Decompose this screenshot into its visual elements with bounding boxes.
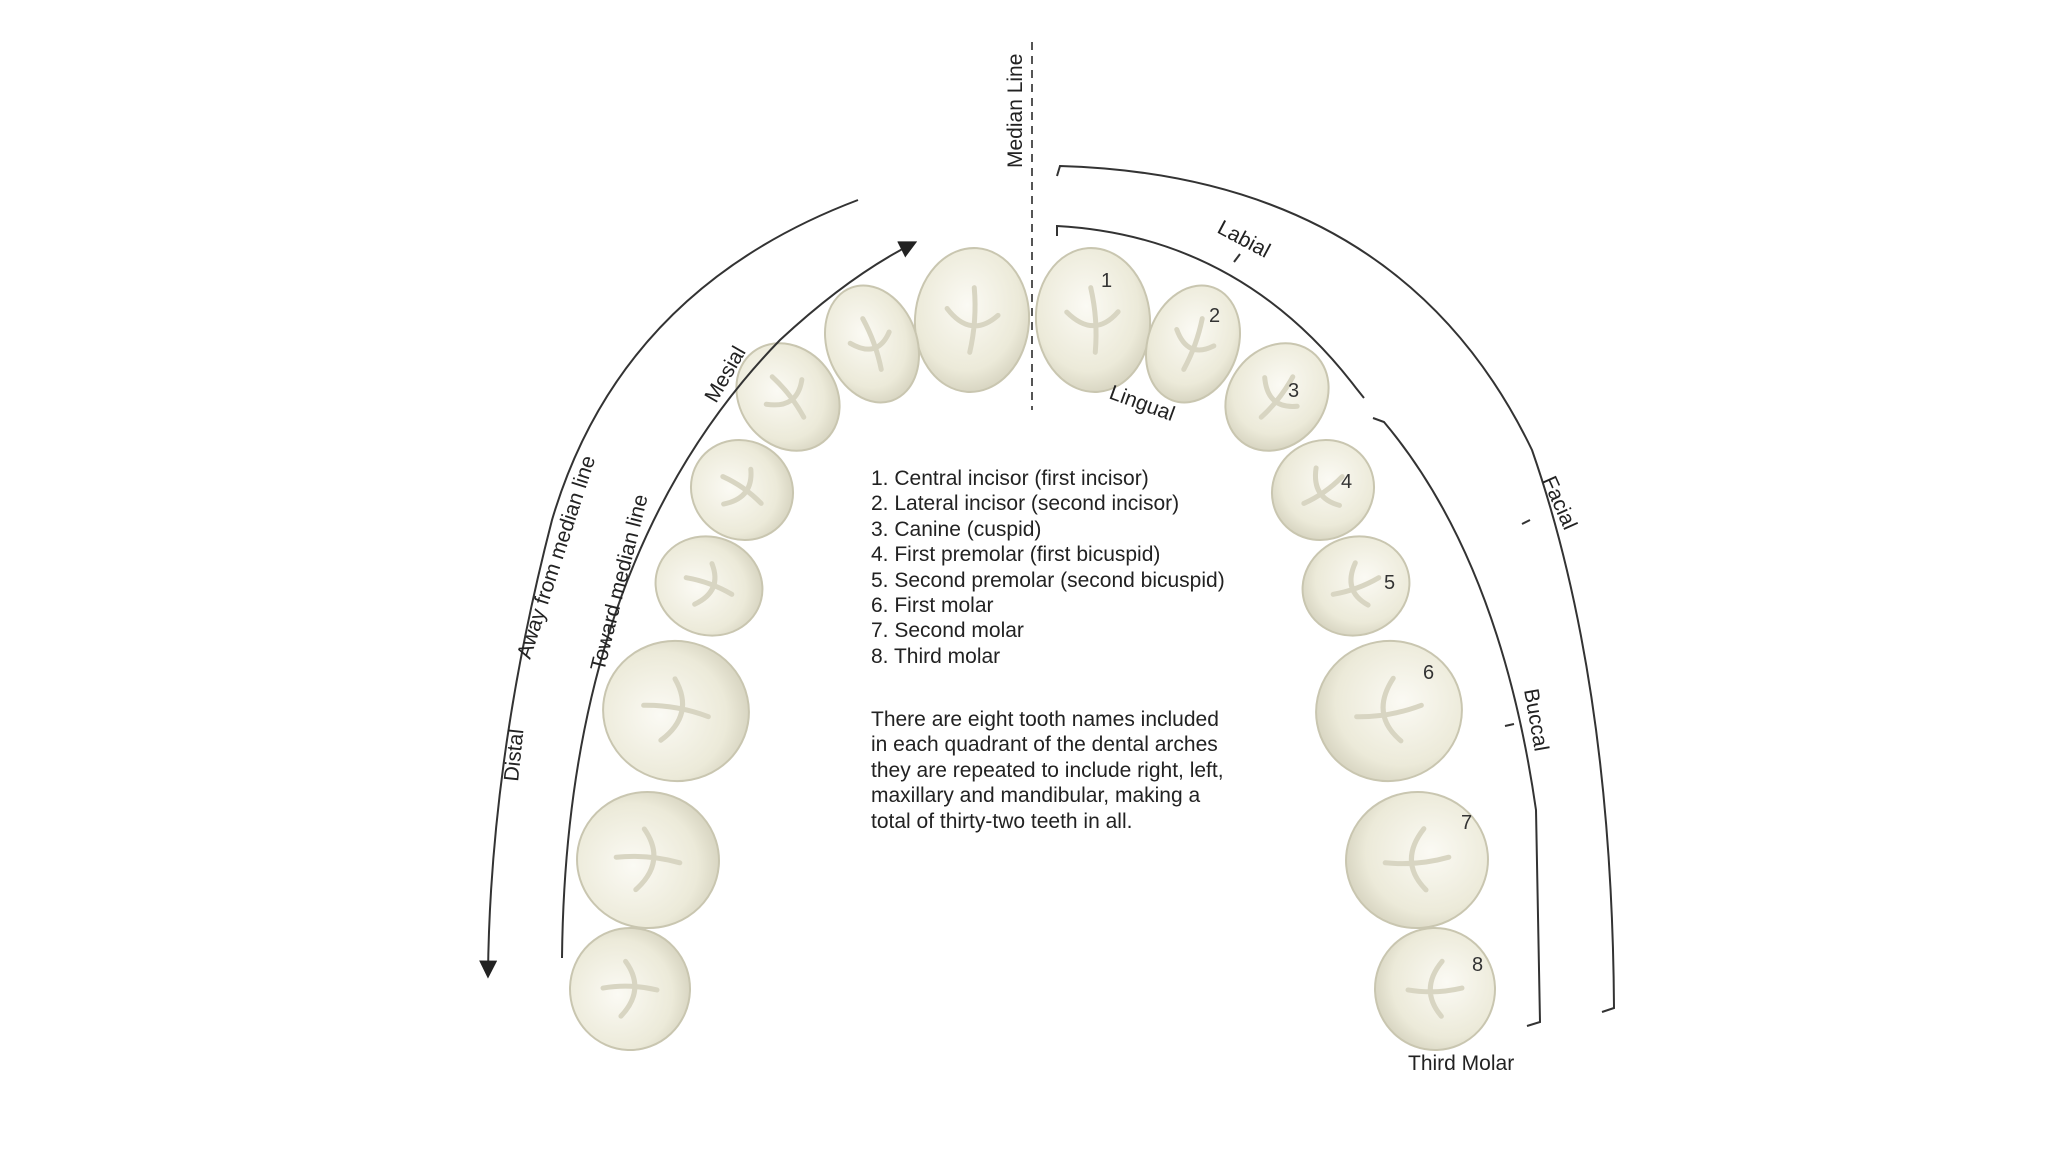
left-tooth-3	[735, 342, 841, 452]
right-tooth-1	[1034, 247, 1152, 393]
tooth-groove	[1330, 560, 1382, 608]
tooth-number: 7	[1461, 812, 1472, 834]
distal-label: Distal	[500, 728, 528, 783]
teeth-group: 1 2 3 4 5 6 7 8	[568, 247, 1497, 1051]
tooth-crown	[1345, 790, 1489, 930]
tooth-groove	[600, 958, 660, 1019]
labial-bracket-tick	[1233, 253, 1241, 263]
tooth-name-legend: 1. Central incisor (first incisor) 2. La…	[871, 466, 1225, 669]
left-tooth-6	[602, 639, 750, 783]
tooth-groove	[944, 285, 1001, 355]
buccal-bracket-tick	[1504, 723, 1515, 727]
right-tooth-3	[1224, 342, 1330, 452]
left-tooth-1	[913, 247, 1031, 393]
tooth-crown	[1315, 639, 1463, 783]
right-tooth-6	[1315, 639, 1463, 783]
tooth-crown	[568, 927, 692, 1051]
left-tooth-7	[576, 790, 720, 930]
left-tooth-5	[654, 535, 764, 637]
facial-label: Facial	[1537, 473, 1581, 534]
mesial-arrow	[561, 241, 918, 959]
legend-item: 7. Second molar	[871, 619, 1024, 643]
tooth-groove	[683, 561, 735, 607]
tooth-crown	[913, 247, 1031, 393]
tooth-groove	[847, 316, 892, 372]
tooth-number: 6	[1423, 662, 1434, 684]
tooth-crown	[1034, 247, 1152, 393]
tooth-number: 4	[1341, 471, 1352, 493]
tooth-number: 3	[1288, 380, 1299, 402]
facial-bracket	[1056, 164, 1616, 1013]
right-tooth-4	[1270, 438, 1376, 542]
tooth-groove	[1301, 465, 1345, 508]
left-tooth-8	[568, 927, 692, 1051]
right-tooth-7	[1345, 790, 1489, 930]
labial-bracket	[1056, 224, 1365, 399]
legend-item: 1. Central incisor (first incisor)	[871, 467, 1149, 490]
tooth-number: 8	[1472, 954, 1483, 976]
tooth-groove	[1382, 826, 1452, 893]
legend-item: 2. Lateral incisor (second incisor)	[871, 492, 1180, 516]
legend-item: 6. First molar	[871, 594, 994, 618]
legend-item: 5. Second premolar (second bicuspid)	[871, 568, 1225, 592]
tooth-groove	[1064, 285, 1121, 355]
explanatory-note: There are eight tooth names included in …	[871, 708, 1224, 833]
third-molar-label: Third Molar	[1408, 1052, 1515, 1075]
tooth-crown	[1373, 927, 1497, 1051]
tooth-groove	[613, 826, 683, 893]
legend-item: 3. Canine (cuspid)	[871, 517, 1042, 541]
facial-bracket-tick	[1521, 519, 1531, 525]
toward-median-line-label: Toward median line	[587, 492, 653, 673]
right-tooth-5	[1301, 535, 1411, 637]
buccal-bracket	[1372, 417, 1542, 1027]
median-line-label: Median Line	[1004, 54, 1027, 168]
tooth-number: 5	[1384, 572, 1395, 594]
tooth-number: 2	[1209, 305, 1220, 327]
tooth-groove	[1174, 316, 1217, 372]
tooth-groove	[1405, 958, 1465, 1019]
tooth-groove	[1354, 675, 1424, 744]
right-tooth-8	[1373, 927, 1497, 1051]
distal-arrow	[479, 199, 859, 979]
tooth-groove	[641, 676, 711, 743]
left-tooth-4	[689, 438, 795, 542]
tooth-crown	[576, 790, 720, 930]
tooth-number: 1	[1101, 270, 1112, 292]
left-tooth-2	[823, 284, 921, 404]
tooth-groove	[763, 374, 807, 420]
legend-item: 4. First premolar (first bicuspid)	[871, 543, 1161, 567]
tooth-crown	[602, 639, 750, 783]
legend-item: 8. Third molar	[871, 644, 1001, 668]
labial-label: Labial	[1214, 216, 1274, 263]
tooth-groove	[1258, 374, 1300, 420]
tooth-groove	[720, 466, 764, 507]
right-tooth-2	[1144, 284, 1242, 404]
away-from-median-line-label: Away from median line	[513, 453, 600, 662]
